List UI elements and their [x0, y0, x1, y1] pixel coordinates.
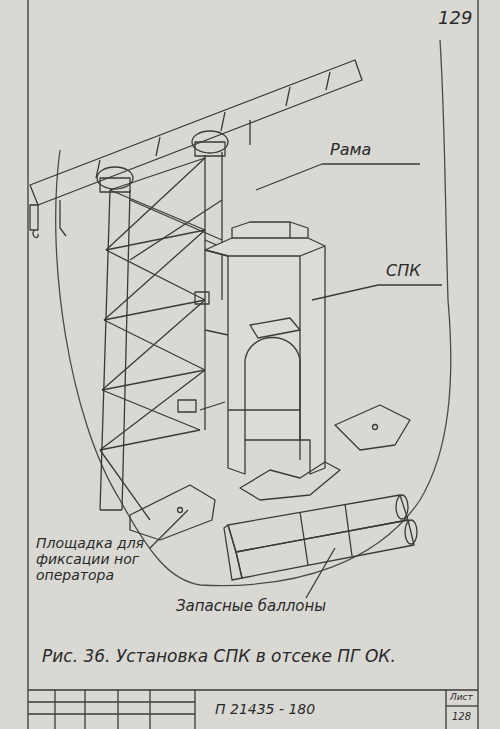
- document-code: П 21435 - 180: [215, 701, 315, 717]
- part-label: Запасные баллоны: [176, 598, 326, 615]
- part-label: СПК: [386, 262, 421, 280]
- figure-caption: Рис. 36. Установка СПК в отсеке ПГ ОК.: [42, 647, 396, 667]
- part-label: Площадка для фиксации ног оператора: [36, 535, 154, 583]
- page-number: 129: [438, 8, 472, 29]
- sheet-label: Лист: [450, 692, 473, 702]
- part-label: Рама: [330, 141, 371, 159]
- sheet-number: 128: [452, 711, 471, 723]
